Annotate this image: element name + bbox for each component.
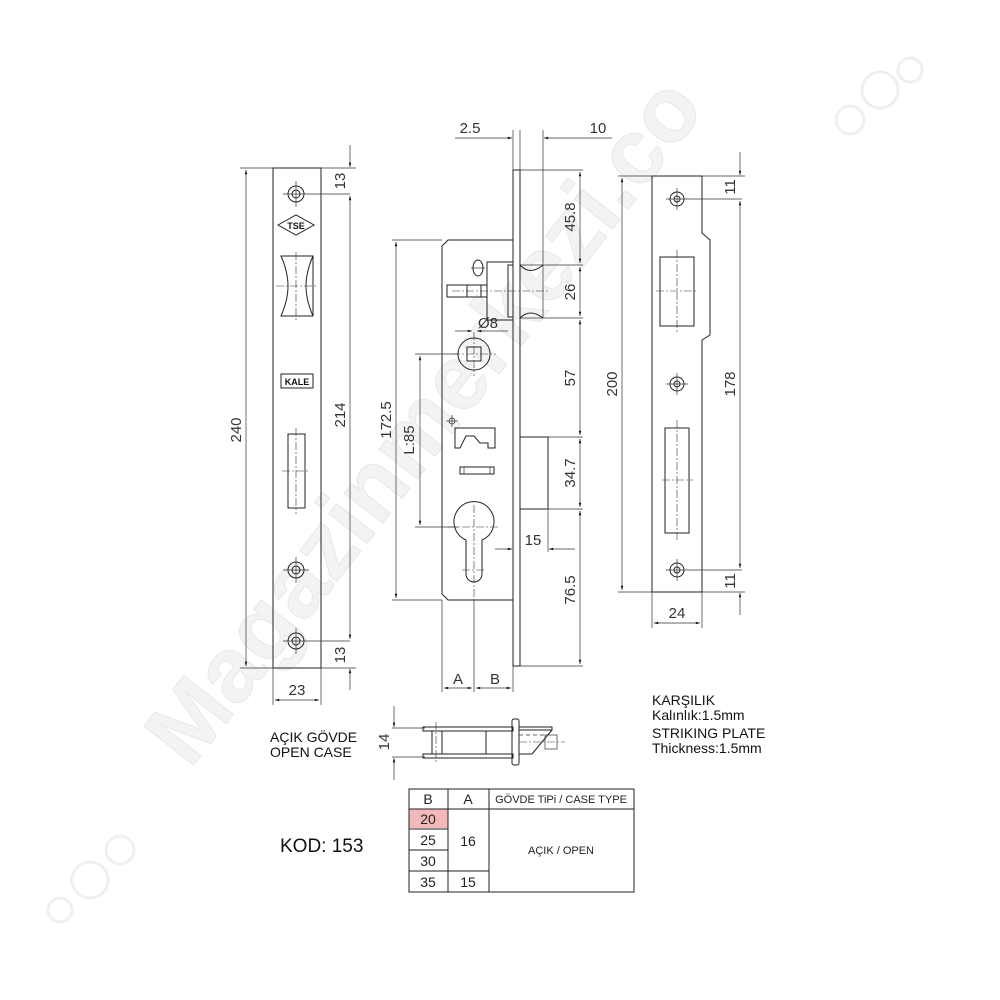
svg-text:15: 15	[525, 532, 542, 549]
svg-text:OPEN CASE: OPEN CASE	[270, 744, 352, 760]
table-cell-case-type: AÇIK / OPEN	[528, 845, 594, 857]
cylinder-cutout	[453, 501, 495, 583]
lock-body-view: Ø8 2.5 10 45.8 26 57 34.7 76.5	[378, 120, 612, 692]
faceplate-view: TSE KALE 240 214 13 13 23	[228, 145, 356, 705]
svg-text:B: B	[423, 791, 432, 807]
svg-text:214: 214	[332, 402, 349, 427]
open-case-section-view: AÇIK GÖVDE OPEN CASE 14	[270, 706, 565, 780]
kale-logo-icon: KALE	[280, 373, 314, 389]
svg-text:A: A	[463, 791, 473, 807]
screw-hole-icon	[283, 181, 350, 207]
svg-text:13: 13	[332, 173, 349, 190]
screw-hole-icon	[666, 373, 688, 395]
screw-hole-icon	[666, 559, 742, 581]
svg-text:AÇIK GÖVDE: AÇIK GÖVDE	[270, 728, 357, 745]
svg-text:2.5: 2.5	[460, 120, 481, 137]
svg-text:240: 240	[228, 417, 245, 442]
svg-text:200: 200	[604, 371, 621, 396]
svg-text:34.7: 34.7	[562, 458, 579, 487]
table-cell-b: 25	[420, 832, 436, 848]
watermark: Magazinmerkezi.co	[46, 56, 924, 924]
striking-plate-notes: KARŞILIK Kalınlık:1.5mm STRIKING PLATE T…	[652, 692, 765, 756]
svg-text:KALE: KALE	[285, 377, 310, 387]
svg-text:L:85: L:85	[401, 425, 418, 454]
table-cell-b: 35	[420, 874, 436, 890]
svg-text:GÖVDE TiPi / CASE TYPE: GÖVDE TiPi / CASE TYPE	[495, 794, 627, 806]
highlighted-cell	[409, 809, 448, 828]
svg-text:KARŞILIK: KARŞILIK	[652, 692, 716, 708]
svg-text:23: 23	[289, 682, 306, 699]
table-cell-b: 20	[420, 811, 436, 827]
svg-text:13: 13	[332, 647, 349, 664]
screw-hole-icon	[283, 557, 309, 583]
product-code: KOD: 153	[280, 836, 363, 857]
svg-text:172.5: 172.5	[378, 401, 395, 439]
svg-text:A: A	[453, 671, 463, 688]
svg-text:11: 11	[722, 179, 739, 195]
svg-text:Thickness:1.5mm: Thickness:1.5mm	[652, 740, 762, 756]
svg-text:10: 10	[590, 120, 607, 137]
striking-plate-view: 200 178 11 11 24	[604, 152, 745, 628]
tse-logo-icon: TSE	[276, 214, 316, 236]
svg-text:26: 26	[562, 284, 579, 301]
svg-text:STRIKING PLATE: STRIKING PLATE	[652, 725, 765, 741]
svg-text:57: 57	[562, 370, 579, 387]
svg-text:76.5: 76.5	[562, 575, 579, 604]
svg-text:11: 11	[722, 573, 739, 589]
svg-text:B: B	[490, 671, 500, 688]
spec-table: B A GÖVDE TiPi / CASE TYPE 20 25 30 35 1…	[408, 788, 635, 893]
svg-text:45.8: 45.8	[562, 202, 579, 231]
svg-text:Magazinmerkezi.co: Magazinmerkezi.co	[125, 59, 722, 783]
table-cell-a: 16	[460, 833, 476, 849]
table-cell-b: 30	[420, 853, 436, 869]
table-cell-a: 15	[460, 874, 476, 890]
svg-text:24: 24	[669, 605, 686, 622]
svg-text:14: 14	[376, 734, 393, 751]
screw-hole-icon	[283, 628, 350, 654]
svg-text:TSE: TSE	[287, 221, 305, 231]
svg-text:Kalınlık:1.5mm: Kalınlık:1.5mm	[652, 707, 745, 723]
screw-hole-icon	[666, 188, 742, 210]
latch-window	[280, 255, 314, 317]
svg-text:178: 178	[722, 371, 739, 396]
watermark-swirl-icon	[46, 56, 924, 924]
svg-text:Ø8: Ø8	[478, 315, 498, 332]
